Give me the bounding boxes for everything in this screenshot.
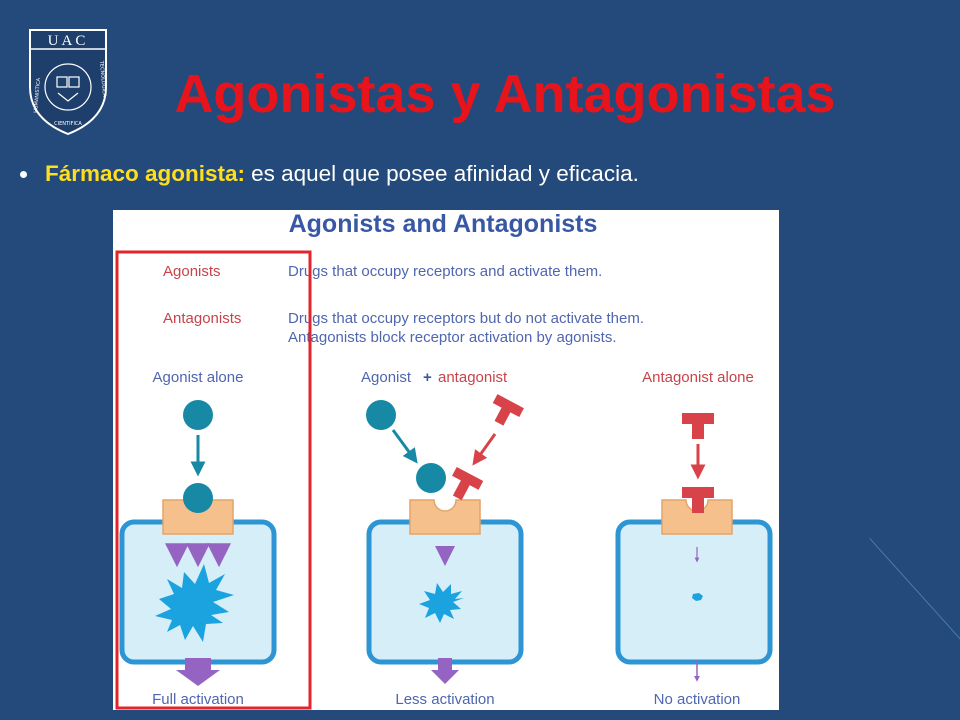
agonist-molecule-bound-2: [416, 463, 446, 493]
outcome-full-activation: Full activation: [152, 691, 244, 708]
agonists-antagonists-figure: Agonists and Antagonists Agonists Drugs …: [113, 210, 779, 710]
activation-burst-none: [692, 593, 703, 601]
def-term-antagonists: Antagonists: [163, 310, 241, 327]
bullet-dot: [20, 170, 27, 178]
agonist-approach-arrow-2: [391, 429, 418, 464]
slide-title: Agonistas y Antagonistas: [174, 64, 836, 124]
agonist-molecule-free-2: [366, 400, 396, 430]
outcome-arrow-2-shaft: [438, 658, 452, 670]
activation-burst-full: [155, 564, 234, 642]
bullet-definition: es aquel que posee afinidad y eficacia.: [251, 161, 639, 186]
logo-arc-left: HUMANISTICA: [33, 77, 42, 113]
bullet-item: Fármaco agonista: es aquel que posee afi…: [20, 152, 639, 196]
figure-svg: Agonists and Antagonists Agonists Drugs …: [115, 210, 773, 710]
panel-label-agonist-alone: Agonist alone: [153, 369, 244, 386]
panel-label-combo-plus: +: [423, 369, 432, 386]
uac-logo: UAC HUMANISTICA TECNOLOGICA CIENTIFICA: [29, 29, 107, 136]
figure-title: Agonists and Antagonists: [289, 210, 598, 238]
def-text-antagonists-1: Drugs that occupy receptors but do not a…: [288, 310, 644, 327]
outcome-arrow-1-head: [176, 670, 220, 686]
outcome-less-activation: Less activation: [395, 691, 494, 708]
logo-text: UAC: [48, 33, 89, 49]
outcome-arrow-1-shaft: [185, 658, 211, 670]
decorative-diagonal-line: [869, 538, 960, 643]
def-text-antagonists-2: Antagonists block receptor activation by…: [288, 329, 617, 346]
panel-label-combo-agonist: Agonist: [361, 369, 412, 386]
antagonist-approach-arrow: [472, 433, 497, 466]
panel-label-antagonist-alone: Antagonist alone: [642, 369, 754, 386]
def-text-agonists-1: Drugs that occupy receptors and activate…: [288, 263, 602, 280]
antagonist-molecule-bound: [452, 466, 484, 501]
agonist-molecule-free: [183, 400, 213, 430]
cell-3: [615, 519, 773, 665]
antagonist-molecule-free: [492, 394, 524, 426]
antagonist-molecule-bound-3: [682, 487, 714, 513]
logo-arc-right: TECNOLOGICA: [98, 60, 107, 98]
bullet-term: Fármaco agonista:: [45, 161, 246, 186]
agonist-highlight-box: [115, 250, 312, 710]
outcome-no-activation: No activation: [654, 691, 741, 708]
receptor-2: [409, 499, 481, 535]
outcome-arrow-2-head: [431, 670, 459, 684]
antagonist-molecule-free-3: [682, 413, 714, 439]
panel-label-combo-antagonist: antagonist: [438, 369, 508, 386]
agonist-molecule-bound: [183, 483, 213, 513]
activation-burst-partial: [419, 583, 464, 623]
def-term-agonists: Agonists: [163, 263, 221, 280]
logo-arc-bottom: CIENTIFICA: [54, 121, 82, 127]
